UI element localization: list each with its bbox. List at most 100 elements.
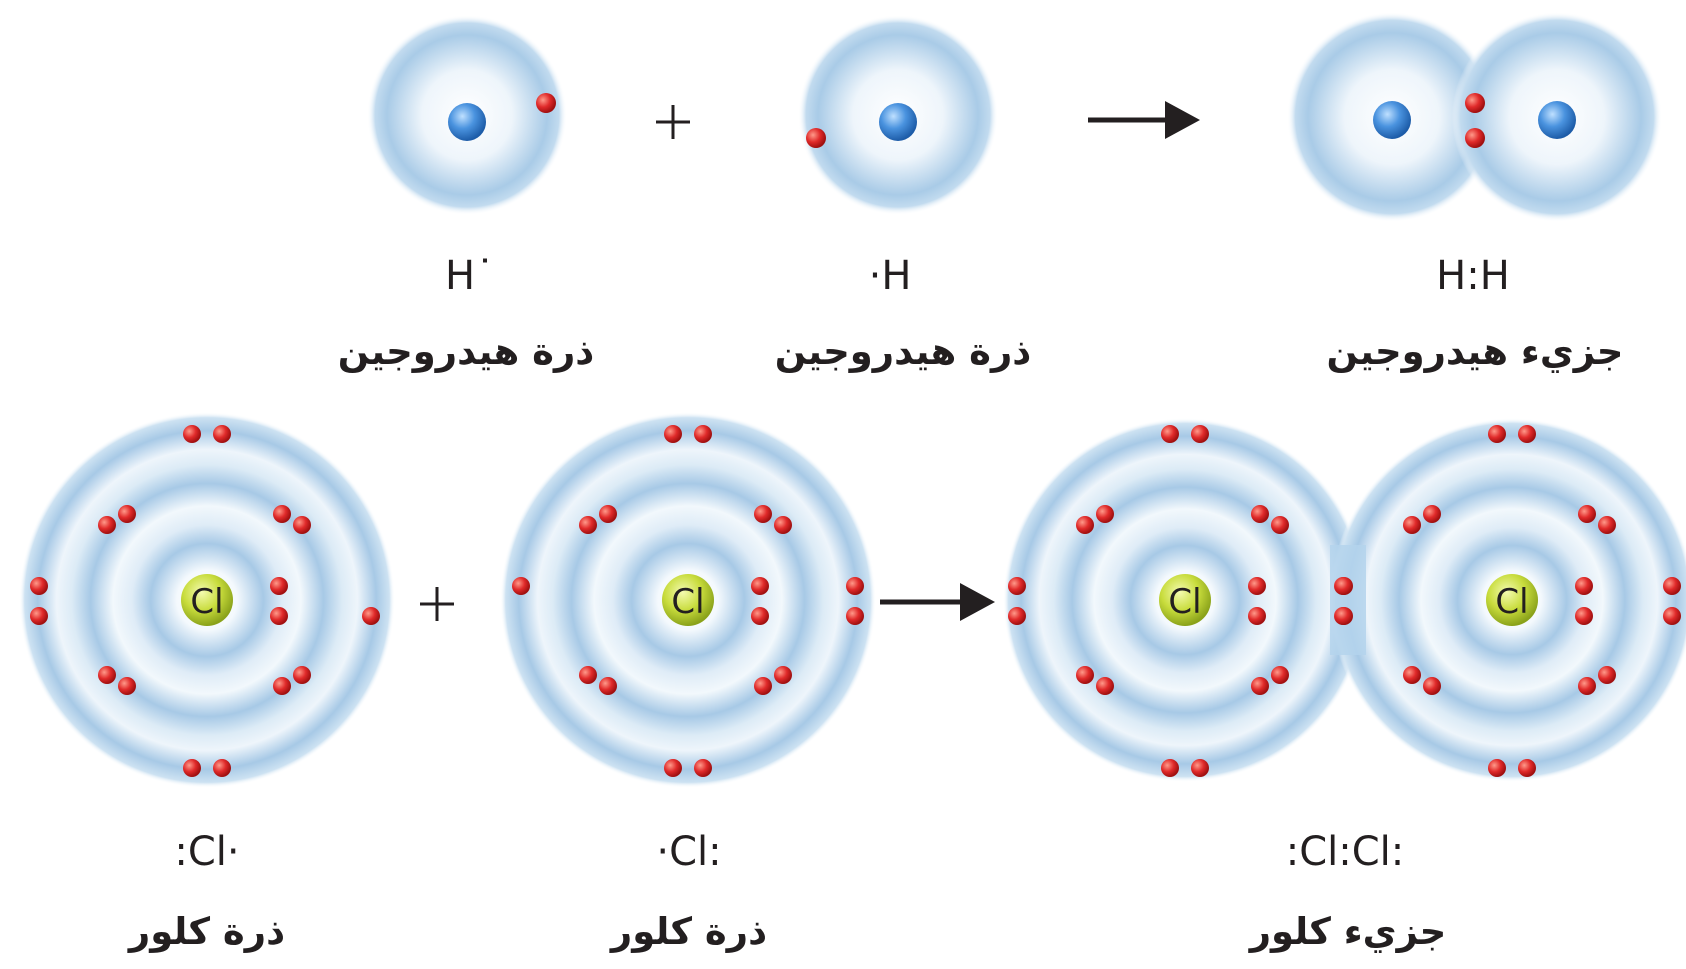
chlorine-atom-2-name: ذرة كلور (610, 910, 768, 953)
electron (774, 516, 792, 534)
hydrogen-nucleus (448, 103, 486, 141)
chlorine-atom-2: Cl (500, 412, 876, 788)
electron (1076, 516, 1094, 534)
electron (293, 516, 311, 534)
electron (362, 607, 380, 625)
nucleus-label: Cl (190, 582, 223, 622)
electron (30, 607, 48, 625)
electron (183, 425, 201, 443)
shared-electron (1465, 128, 1485, 148)
hydrogen-atom-1-formula: H˙ (444, 253, 496, 299)
shared-electron (1465, 93, 1485, 113)
electron (1578, 677, 1596, 695)
electron (599, 505, 617, 523)
chlorine-nucleus (662, 574, 714, 626)
hydrogen-atom-1-name: ذرة هيدروجين (337, 330, 595, 373)
hydrogen-atom-2-formula: ·H (868, 253, 912, 299)
electron (118, 677, 136, 695)
electron (754, 505, 772, 523)
electron (1335, 607, 1353, 625)
electron (1335, 577, 1353, 595)
hydrogen-molecule-formula: H:H (1436, 253, 1510, 299)
electron (754, 677, 772, 695)
electron (751, 607, 769, 625)
electron (1076, 666, 1094, 684)
electron (1403, 666, 1421, 684)
electron (1598, 516, 1616, 534)
electron (213, 759, 231, 777)
electron (1251, 677, 1269, 695)
nucleus-label: Cl (1495, 582, 1528, 622)
electron (1008, 577, 1026, 595)
electron (846, 607, 864, 625)
chlorine-molecule-name: جزيء كلور (1249, 910, 1447, 953)
electron (118, 505, 136, 523)
electron (664, 759, 682, 777)
electron (30, 577, 48, 595)
chlorine-nucleus (181, 574, 233, 626)
electron (1191, 759, 1209, 777)
chlorine-atom-1-formula: :Cl· (174, 829, 240, 875)
electron (1271, 516, 1289, 534)
electron (1423, 505, 1441, 523)
electron (1096, 677, 1114, 695)
electron (694, 759, 712, 777)
electron (1575, 577, 1593, 595)
electron (599, 677, 617, 695)
electron (1271, 666, 1289, 684)
plus-sign-chlorine (420, 587, 454, 621)
electron (1598, 666, 1616, 684)
nucleus-label: Cl (671, 582, 704, 622)
electron (774, 666, 792, 684)
electron (1248, 607, 1266, 625)
electron (98, 516, 116, 534)
bonding-overlap (1330, 545, 1366, 655)
electron (1518, 425, 1536, 443)
hydrogen-atom-2-name: ذرة هيدروجين (774, 330, 1032, 373)
electron (1663, 577, 1681, 595)
chlorine-atom-2-formula: ·Cl: (656, 829, 722, 875)
chlorine-nucleus (1159, 574, 1211, 626)
chlorine-atom-1: Cl (19, 412, 395, 788)
electron (98, 666, 116, 684)
chlorine-electrons (30, 425, 1681, 777)
electron (1251, 505, 1269, 523)
plus-sign-hydrogen (656, 105, 690, 139)
electron (1518, 759, 1536, 777)
electron (694, 425, 712, 443)
electron (512, 577, 530, 595)
hydrogen-molecule-name: جزيء هيدروجين (1326, 330, 1624, 373)
electron (213, 425, 231, 443)
electron (1248, 577, 1266, 595)
electron (273, 505, 291, 523)
electron (806, 128, 826, 148)
electron (1403, 516, 1421, 534)
electron (536, 93, 556, 113)
electron (293, 666, 311, 684)
nucleus-label: Cl (1168, 582, 1201, 622)
electron (1161, 425, 1179, 443)
electron (183, 759, 201, 777)
electron (1488, 759, 1506, 777)
chlorine-atom-1-name: ذرة كلور (128, 910, 286, 953)
electron (1488, 425, 1506, 443)
electron (1008, 607, 1026, 625)
hydrogen-molecule (1287, 12, 1662, 222)
electron (273, 677, 291, 695)
electron (1191, 425, 1209, 443)
electron (270, 577, 288, 595)
chlorine-molecule-formula: :Cl:Cl: (1285, 829, 1405, 875)
hydrogen-nucleus (1373, 101, 1411, 139)
electron (1096, 505, 1114, 523)
electron (1575, 607, 1593, 625)
hydrogen-atom-1 (367, 15, 567, 215)
electron (664, 425, 682, 443)
hydrogen-atom-2 (798, 15, 998, 215)
electron (751, 577, 769, 595)
electron (579, 516, 597, 534)
electron (846, 577, 864, 595)
electron (270, 607, 288, 625)
electron (1161, 759, 1179, 777)
electron (579, 666, 597, 684)
